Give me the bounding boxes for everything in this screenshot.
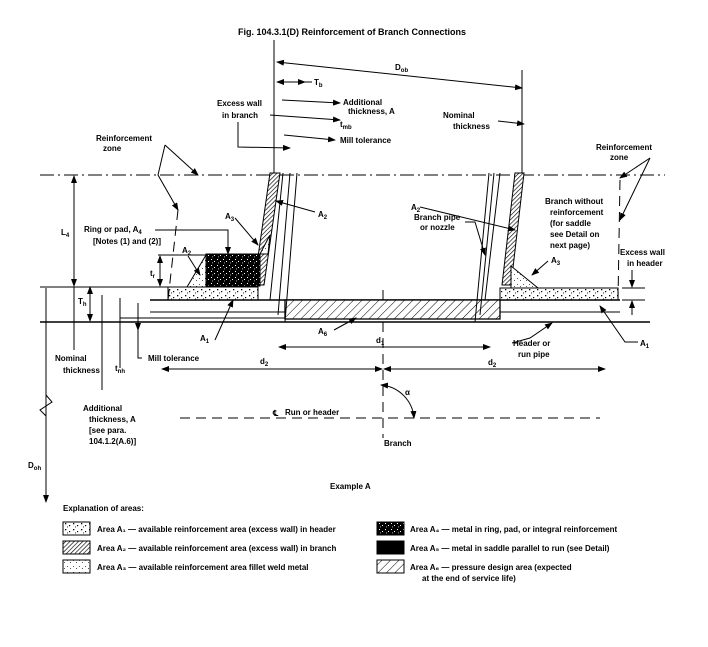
legend-text-a6-2: at the end of service life) <box>422 574 516 583</box>
legend-text-a4: Area A₄ — metal in ring, pad, or integra… <box>410 525 617 534</box>
legend-text-a6-1: Area A₆ — pressure design area (expected <box>410 563 572 572</box>
label-alpha: α <box>405 388 410 397</box>
label-nominal-thickness-right-2: thickness <box>453 122 490 131</box>
swatch-a4 <box>376 521 405 536</box>
swatch-a3 <box>62 559 91 574</box>
area-a4-pad <box>205 253 261 287</box>
label-branch-without-3: (for saddle <box>550 219 591 228</box>
label-a1-right: A1 <box>640 339 650 350</box>
label-mill-tolerance-bottom: Mill tolerance <box>148 354 200 363</box>
label-reinforcement-zone-right-2: zone <box>610 153 629 162</box>
label-cl-symbol: ℄ <box>272 409 279 418</box>
label-branch-without-5: next page) <box>550 241 590 250</box>
label-a3-right: A3 <box>551 256 561 267</box>
label-a1-left: A1 <box>200 334 210 345</box>
label-branch-without-2: reinforcement <box>550 208 604 217</box>
label-nominal-thickness-left-2: thickness <box>63 366 100 375</box>
label-a6: A6 <box>318 327 328 338</box>
legend-item-a1: Area A₁ — available reinforcement area (… <box>62 521 336 536</box>
swatch-a2 <box>62 540 91 555</box>
label-nominal-thickness-left-1: Nominal <box>55 354 87 363</box>
label-excess-wall-branch-2: in branch <box>222 111 258 120</box>
label-additional-bottom-1: Additional <box>83 404 122 413</box>
swatch-a1 <box>62 521 91 536</box>
label-ring-pad-1: Ring or pad, A4 <box>84 225 142 236</box>
legend-text-a2: Area A₂ — available reinforcement area (… <box>97 544 336 553</box>
label-nominal-thickness-right-1: Nominal <box>443 111 475 120</box>
area-a6 <box>284 299 501 320</box>
figure-title: Fig. 104.3.1(D) Reinforcement of Branch … <box>238 27 466 37</box>
label-dob: Dob <box>395 63 408 74</box>
label-tnh: tnh <box>115 364 125 375</box>
legend-item-a6: Area A₆ — pressure design area (expected… <box>376 559 572 583</box>
label-additional-top-2: thickness, A <box>348 107 395 116</box>
legend-text-a5: Area A₅ — metal in saddle parallel to ru… <box>410 544 610 553</box>
angle-alpha-arc <box>380 382 417 419</box>
label-header-run-2: run pipe <box>518 350 550 359</box>
legend: Explanation of areas: Area A₁ — availabl… <box>62 504 617 583</box>
label-tmb: tmb <box>340 120 352 131</box>
label-excess-wall-header-2: in header <box>627 259 663 268</box>
legend-item-a4: Area A₄ — metal in ring, pad, or integra… <box>376 521 617 536</box>
area-a1-left <box>167 286 259 301</box>
swatch-a6 <box>376 559 405 574</box>
label-additional-bottom-2: thickness, A <box>89 415 136 424</box>
label-excess-wall-header-1: Excess wall <box>620 248 665 257</box>
area-a1-right <box>499 287 619 301</box>
label-additional-top-1: Additional <box>343 98 382 107</box>
label-reinforcement-zone-left-2: zone <box>103 144 122 153</box>
legend-text-a3: Area A₃ — available reinforcement area f… <box>97 563 308 572</box>
area-a3-right <box>510 264 540 289</box>
label-reinforcement-zone-left-1: Reinforcement <box>96 134 152 143</box>
area-a3-upper <box>259 234 271 255</box>
label-reinforcement-zone-right-1: Reinforcement <box>596 143 652 152</box>
label-a3-upper: A3 <box>225 212 235 223</box>
label-tr: tr <box>150 269 156 280</box>
label-branch: Branch <box>384 439 412 448</box>
figure-caption: Example A <box>330 482 371 491</box>
legend-item-a3: Area A₃ — available reinforcement area f… <box>62 559 308 574</box>
header-pipe <box>40 286 650 323</box>
label-run-header: Run or header <box>285 408 339 417</box>
label-branch-without-4: see Detail on <box>550 230 599 239</box>
label-branch-pipe-2: or nozzle <box>420 223 455 232</box>
label-a2-right: A2 <box>411 203 421 214</box>
label-mill-tolerance-top: Mill tolerance <box>340 136 392 145</box>
label-tb: Tb <box>314 78 323 89</box>
legend-heading: Explanation of areas: <box>63 504 144 513</box>
label-d1: d1 <box>376 336 385 347</box>
label-branch-without-1: Branch without <box>545 197 604 206</box>
label-ring-pad-2: [Notes (1) and (2)] <box>93 237 161 246</box>
label-d2-left: d2 <box>260 357 269 368</box>
label-th: Th <box>78 297 87 308</box>
label-additional-bottom-3: [see para. <box>89 426 126 435</box>
label-header-run-1: Header or <box>513 339 550 348</box>
label-branch-pipe-1: Branch pipe <box>414 213 461 222</box>
dob-dimension <box>276 59 523 91</box>
legend-item-a2: Area A₂ — available reinforcement area (… <box>62 540 336 555</box>
label-additional-bottom-4: 104.1.2(A.6)] <box>89 437 136 446</box>
legend-item-a5: Area A₅ — metal in saddle parallel to ru… <box>376 540 610 555</box>
label-d2-right: d2 <box>488 358 497 369</box>
swatch-a5 <box>376 540 405 555</box>
label-l4: L4 <box>61 228 70 239</box>
legend-text-a1: Area A₁ — available reinforcement area (… <box>97 525 336 534</box>
label-a2-upper: A2 <box>318 210 328 221</box>
label-excess-wall-branch-1: Excess wall <box>217 99 262 108</box>
label-a2-left: A2 <box>182 246 192 257</box>
label-doh: Doh <box>28 461 41 472</box>
